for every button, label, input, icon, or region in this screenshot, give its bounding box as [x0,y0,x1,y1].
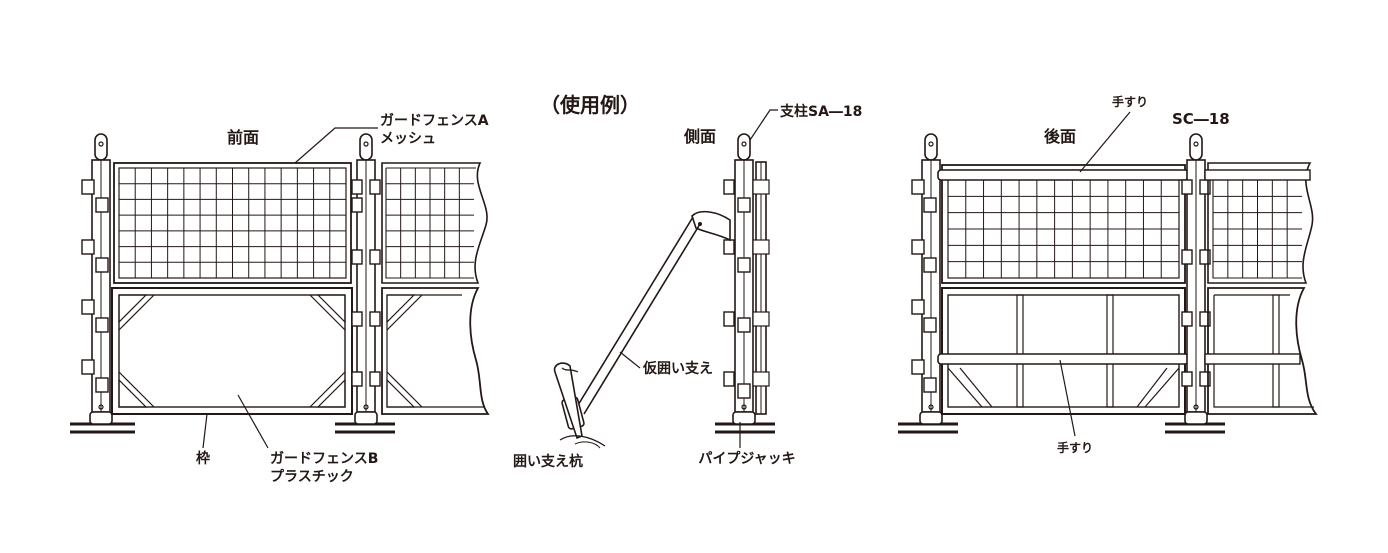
back-view-title: 後面 [1044,127,1076,146]
leader-frame [202,413,208,449]
side-view-title: 側面 [683,127,716,146]
back-continuation-panel [1204,162,1318,415]
back-handrail-top [937,169,1189,181]
leader-temp-brace [619,351,641,369]
label-model: SC―18 [1172,110,1230,128]
label-stake: 囲い支え杭 [513,453,583,470]
side-post [723,133,756,425]
leader-handrail-bottom [1059,359,1076,437]
back-handrail-bottom [937,353,1189,365]
label-guard-b-line2: プラスチック [270,469,354,485]
temporary-brace [561,210,731,430]
front-view-title: 前面 [227,128,259,147]
label-frame: 枠 [196,450,210,467]
front-mesh-grid [119,168,346,278]
back-mesh-grid [948,180,1179,278]
label-guard-b-line1: ガードフェンスB [270,451,378,467]
support-stake [553,362,606,449]
front-left-post [81,133,113,425]
back-ground-base [898,422,1225,434]
front-view: 前面 [70,113,490,485]
back-left-post [911,133,943,425]
guard-fence-a-mesh-panel [113,162,352,284]
label-guard-a-line2: メッシュ [380,131,436,147]
label-guard-a-line1: ガードフェンスA [380,113,489,129]
guard-fence-b-plastic-panel [111,287,353,415]
back-plastic-panel [941,287,1186,415]
side-panel-edge [752,161,770,415]
leader-post [749,109,778,141]
label-post: 支柱SA―18 [779,103,862,120]
leader-guard-b [237,394,269,449]
back-mesh-panel [941,164,1186,284]
front-continuation-panel [381,162,490,415]
leader-guard-a [294,127,378,164]
back-view: 後面 [898,94,1318,455]
label-temp-brace: 仮囲い支え [642,360,713,377]
label-handrail-bottom: 手すり [1057,440,1093,455]
back-continuation-mesh [1213,180,1302,278]
back-middle-post [1181,133,1211,425]
leader-handrail-top [1079,111,1131,173]
front-ground-base [70,422,395,434]
label-pipe-jack: パイプジャッキ [698,451,795,467]
front-middle-post [351,133,381,425]
caption: （使用例） [540,93,640,117]
front-continuation-mesh [386,168,474,278]
side-view: 側面 [513,103,862,470]
label-handrail-top: 手すり [1112,94,1148,109]
